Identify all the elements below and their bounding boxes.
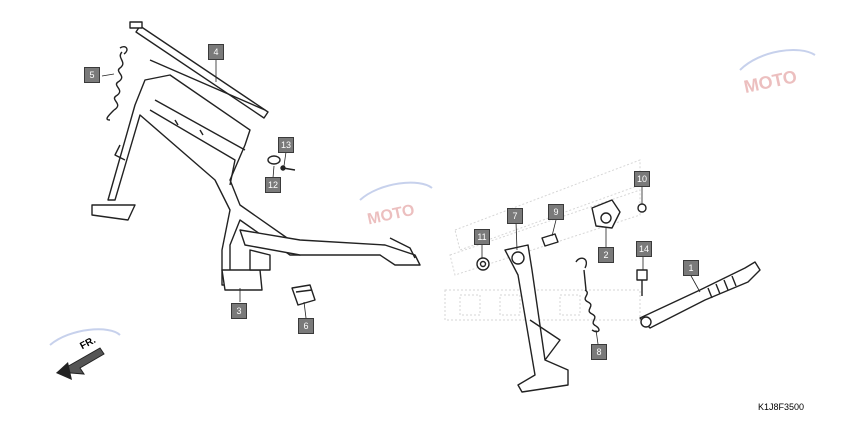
callout-10[interactable]: 10	[634, 171, 650, 187]
front-direction-arrow-icon	[56, 347, 105, 380]
callout-8[interactable]: 8	[591, 344, 607, 360]
callout-9[interactable]: 9	[548, 204, 564, 220]
watermark-text-2: MOTO	[366, 202, 416, 229]
callout-5[interactable]: 5	[84, 67, 100, 83]
callout-13[interactable]: 13	[278, 137, 294, 153]
leader-lines	[101, 58, 701, 345]
callout-4[interactable]: 4	[208, 44, 224, 60]
callout-12[interactable]: 12	[265, 177, 281, 193]
callout-7[interactable]: 7	[507, 208, 523, 224]
callout-14[interactable]: 14	[636, 241, 652, 257]
brand-ghost-background	[444, 159, 641, 321]
main-stand-drawing	[91, 21, 421, 306]
watermark-text-1: MOTO	[742, 66, 799, 97]
callout-11[interactable]: 11	[474, 229, 490, 245]
callout-6[interactable]: 6	[298, 318, 314, 334]
callout-1[interactable]: 1	[683, 260, 699, 276]
callout-3[interactable]: 3	[231, 303, 247, 319]
callout-2[interactable]: 2	[598, 247, 614, 263]
diagram-code: K1J8F3500	[758, 402, 805, 412]
side-stand-drawing	[476, 199, 761, 393]
